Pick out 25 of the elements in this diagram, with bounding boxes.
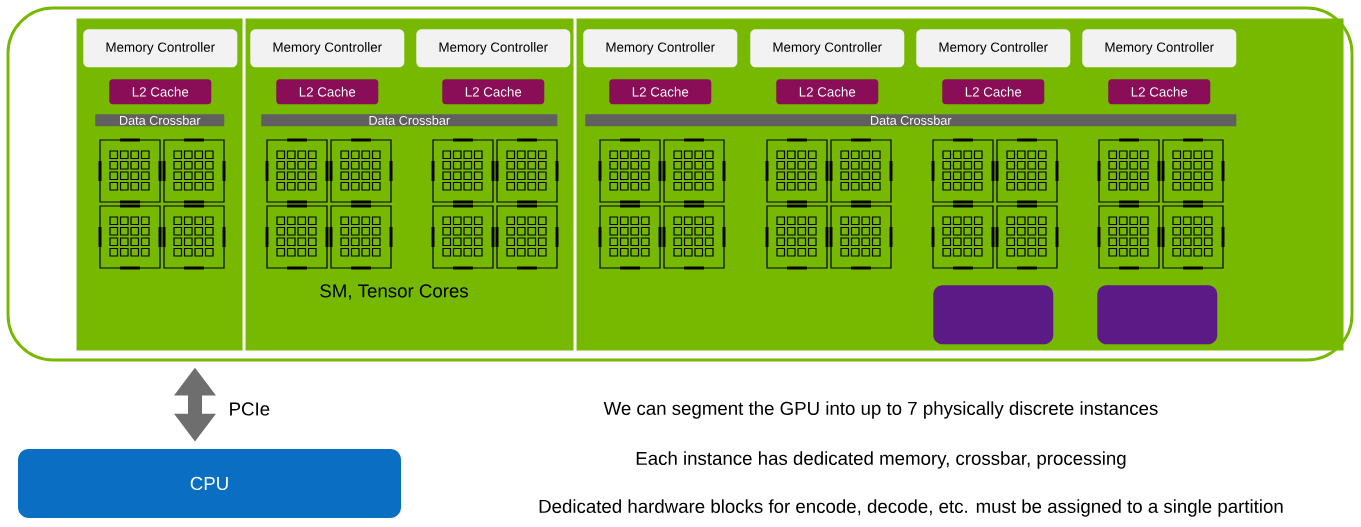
cache-box: L2 Cache — [276, 79, 379, 105]
cache-box: L2 Cache — [942, 79, 1045, 105]
crossbar-bar: Data Crossbar — [585, 114, 1237, 127]
hardware-block — [1097, 285, 1218, 345]
memory-controller-box: Memory Controller — [250, 29, 405, 68]
note-text: We can segment the GPU into up to 7 physically discrete instances — [603, 401, 1158, 419]
crossbar-bar: Data Crossbar — [95, 114, 225, 127]
memory-controller-box: Memory Controller — [750, 29, 905, 68]
memory-controller-box: Memory Controller — [1082, 29, 1237, 68]
component-label: SM, Tensor Cores — [320, 284, 468, 300]
cache-box: L2 Cache — [109, 79, 212, 105]
note-text: Dedicated hardware blocks for encode, decode, etc. must be assigned to a single partition — [539, 499, 1283, 517]
cache-box: L2 Cache — [609, 79, 712, 105]
memory-controller-box: Memory Controller — [416, 29, 571, 68]
memory-controller-box: Memory Controller — [916, 29, 1071, 68]
note-text: Each instance has dedicated memory, crossbar, processing — [636, 451, 1126, 469]
cache-box: L2 Cache — [1108, 79, 1211, 105]
cache-box: L2 Cache — [776, 79, 879, 105]
crossbar-bar: Data Crossbar — [261, 114, 558, 127]
edge-label: PCIe — [230, 402, 270, 416]
memory-controller-box: Memory Controller — [83, 29, 238, 68]
cache-box: L2 Cache — [442, 79, 545, 105]
cpu-box: CPU — [18, 449, 401, 518]
memory-controller-box: Memory Controller — [583, 29, 738, 68]
hardware-block — [933, 285, 1054, 345]
